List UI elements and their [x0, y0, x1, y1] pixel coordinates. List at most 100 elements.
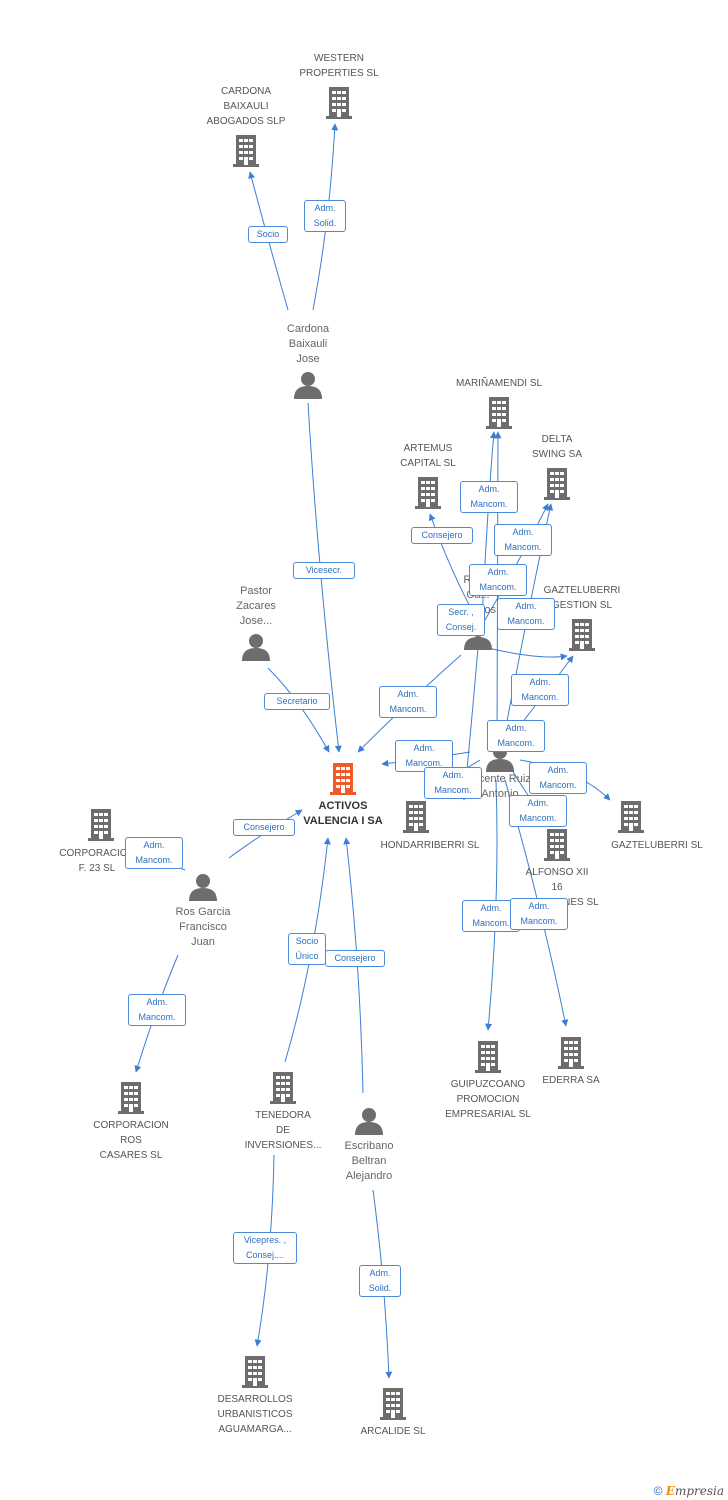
building-icon[interactable]	[118, 1080, 144, 1119]
building-icon[interactable]	[544, 827, 570, 866]
relation-label[interactable]: Adm.Mancom.	[469, 564, 527, 596]
person-icon[interactable]	[242, 633, 270, 666]
building-icon[interactable]	[569, 617, 595, 656]
relation-label[interactable]: Consejero	[325, 949, 385, 967]
company-label-hondarriberri[interactable]: HONDARRIBERRI SL	[370, 838, 490, 853]
relation-label-line: Mancom.	[519, 813, 557, 823]
relation-label[interactable]: Adm.Mancom.	[529, 762, 587, 794]
person-icon[interactable]	[355, 1107, 383, 1140]
relation-label-line: Mancom.	[405, 758, 443, 768]
relation-edge	[487, 647, 568, 661]
relation-label[interactable]: Adm.Mancom.	[511, 674, 569, 706]
relation-label[interactable]: Adm.Mancom.	[460, 481, 518, 513]
node-label-line: 16	[551, 882, 563, 893]
relation-label-line: Secretario	[276, 695, 318, 706]
relation-label[interactable]: Consejero	[233, 818, 295, 836]
company-label-ederra[interactable]: EDERRA SA	[511, 1073, 631, 1088]
relation-label[interactable]: Socio	[248, 225, 288, 243]
relation-label[interactable]: Adm. Mancom.	[509, 795, 567, 827]
building-icon[interactable]	[233, 133, 259, 172]
node-label-line: Juan	[191, 936, 215, 948]
node-label-line: Vicente Ruiz	[469, 773, 531, 785]
relation-label[interactable]: Adm.Mancom.	[379, 686, 437, 718]
person-icon[interactable]	[294, 371, 322, 404]
relation-label-line: Consejero	[334, 952, 376, 963]
relation-label[interactable]: Adm.Mancom.	[424, 767, 482, 799]
relation-label[interactable]: Adm. Mancom.	[510, 898, 568, 930]
node-label-line: ROS	[120, 1135, 142, 1146]
company-label-marinamendi[interactable]: MARIÑAMENDI SL	[439, 376, 559, 391]
relation-label-line: Adm.	[527, 798, 549, 808]
building-icon[interactable]	[475, 1039, 501, 1078]
relation-label-line: Mancom.	[135, 855, 173, 865]
company-label-arcalide[interactable]: ARCALIDE SL	[333, 1424, 453, 1439]
relation-label-line: Adm.	[528, 901, 550, 911]
relation-label[interactable]: Adm.Solid.	[304, 200, 346, 232]
company-label-gazteluberri[interactable]: GAZTELUBERRI SL	[597, 838, 717, 853]
building-icon[interactable]	[618, 799, 644, 838]
relation-label[interactable]: Adm.Mancom.	[487, 720, 545, 752]
node-label-line: Alejandro	[345, 1170, 393, 1182]
building-icon[interactable]	[544, 466, 570, 505]
relation-label[interactable]: Adm.Solid.	[359, 1265, 401, 1297]
relation-label-line: Mancom.	[138, 1012, 176, 1022]
building-icon[interactable]	[326, 85, 352, 124]
node-label-line: Cardona	[286, 323, 330, 335]
relation-label-line: Adm.	[413, 743, 435, 753]
relation-label[interactable]: Vicepres. ,Consej....	[233, 1232, 297, 1264]
building-icon[interactable]	[270, 1070, 296, 1109]
relation-label-line: Socio	[295, 936, 319, 946]
relation-label-line: Vicepres. ,	[243, 1235, 287, 1245]
building-icon[interactable]	[330, 761, 356, 800]
relation-label[interactable]: Vicesecr.	[293, 561, 355, 579]
relation-label-line: Adm.	[314, 203, 336, 213]
node-label-line: GUIPUZCOANO	[450, 1079, 526, 1090]
building-icon[interactable]	[486, 395, 512, 434]
relation-label-line: Único	[295, 951, 319, 961]
relation-label[interactable]: Adm.Mancom.	[128, 994, 186, 1026]
node-label-line: Pastor	[240, 585, 272, 597]
person-icon[interactable]	[189, 873, 217, 906]
relation-label[interactable]: Secr. ,Consej.	[437, 604, 485, 636]
node-label-line: GAZTELUBERRI SL	[611, 840, 703, 851]
relation-label[interactable]: Adm.Mancom.	[494, 524, 552, 556]
node-label-line: Ros Garcia	[175, 906, 231, 918]
node-label-line: BAIXAULI	[223, 101, 269, 112]
relation-label[interactable]: Secretario	[264, 692, 330, 710]
relation-label[interactable]: Adm.Mancom.	[125, 837, 183, 869]
node-label-line: ALFONSO XII	[525, 867, 589, 878]
building-icon[interactable]	[415, 475, 441, 514]
building-icon[interactable]	[558, 1035, 584, 1074]
building-icon[interactable]	[380, 1386, 406, 1425]
relation-label-line: Adm.	[369, 1268, 391, 1278]
relation-label-line: Mancom.	[520, 916, 558, 926]
building-icon[interactable]	[242, 1354, 268, 1393]
node-label-line: DELTA	[541, 434, 573, 445]
node-label-line: EDERRA SA	[542, 1075, 600, 1086]
building-icon[interactable]	[88, 807, 114, 846]
relation-label[interactable]: Consejero	[411, 526, 473, 544]
relation-label-line: Consejero	[243, 821, 285, 832]
node-label-line: CARDONA	[220, 86, 271, 97]
relation-label[interactable]: Adm.Mancom.	[497, 598, 555, 630]
building-icon[interactable]	[403, 799, 429, 838]
node-label-line: ARTEMUS	[403, 443, 453, 454]
node-label-line: Jose...	[239, 615, 273, 627]
node-label-line: PROPERTIES SL	[299, 68, 379, 79]
